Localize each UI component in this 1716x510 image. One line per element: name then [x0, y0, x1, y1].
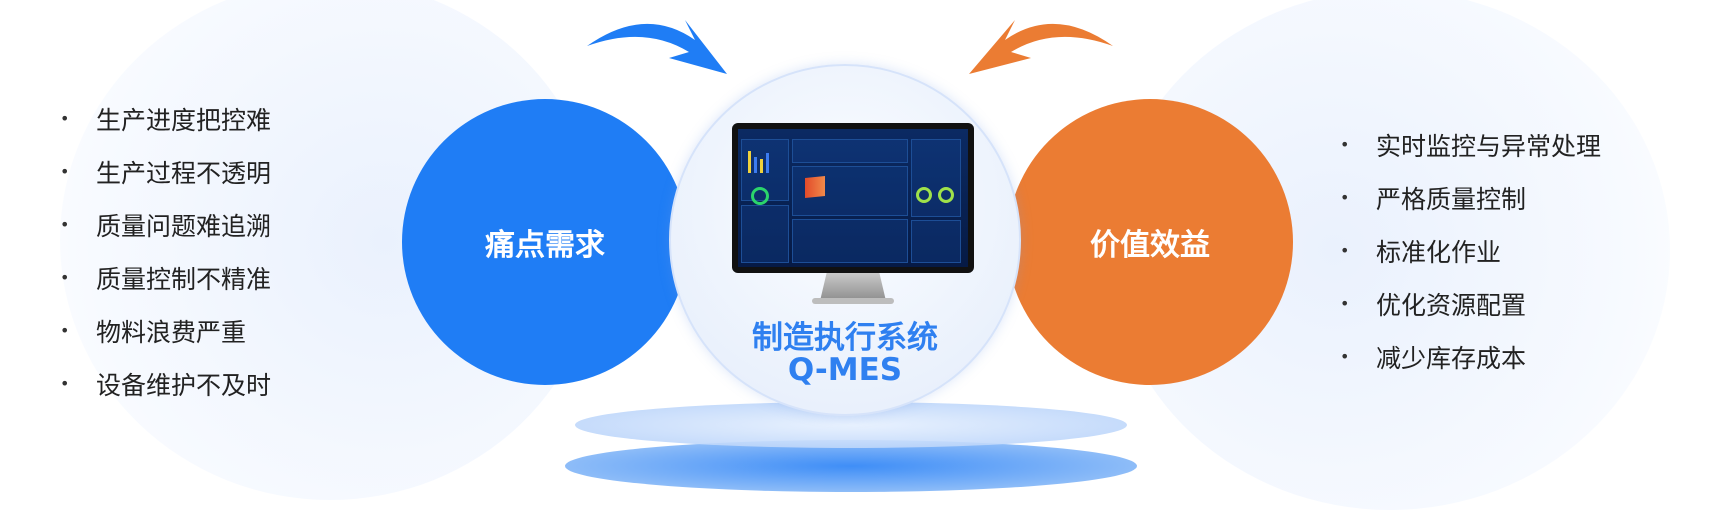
monitor-base	[812, 298, 894, 304]
list-item: 生产过程不透明	[60, 145, 271, 198]
arrow-orange-icon	[969, 20, 1113, 74]
list-item: 优化资源配置	[1340, 277, 1601, 330]
dashboard-screen	[738, 129, 968, 267]
arrow-blue-icon	[587, 20, 727, 74]
list-item: 实时监控与异常处理	[1340, 118, 1601, 171]
list-item: 设备维护不及时	[60, 357, 271, 410]
list-item: 质量问题难追溯	[60, 198, 271, 251]
benefits-title: 价值效益	[1090, 228, 1210, 263]
list-item: 标准化作业	[1340, 224, 1601, 277]
pain-points-list: 生产进度把控难 生产过程不透明 质量问题难追溯 质量控制不精准 物料浪费严重 设…	[60, 92, 271, 410]
pain-points-circle: 痛点需求	[402, 99, 688, 385]
list-item: 生产进度把控难	[60, 92, 271, 145]
list-item: 严格质量控制	[1340, 171, 1601, 224]
podium-base	[565, 440, 1137, 492]
system-title: 制造执行系统	[752, 320, 938, 356]
list-item: 质量控制不精准	[60, 251, 271, 304]
list-item: 减少库存成本	[1340, 330, 1601, 383]
benefits-circle: 价值效益	[1007, 99, 1293, 385]
list-item: 物料浪费严重	[60, 304, 271, 357]
monitor-stand	[820, 273, 886, 301]
pain-points-title: 痛点需求	[485, 228, 605, 263]
monitor-image	[732, 123, 974, 273]
benefits-list: 实时监控与异常处理 严格质量控制 标准化作业 优化资源配置 减少库存成本	[1340, 118, 1601, 383]
system-subtitle: Q-MES	[787, 352, 903, 388]
